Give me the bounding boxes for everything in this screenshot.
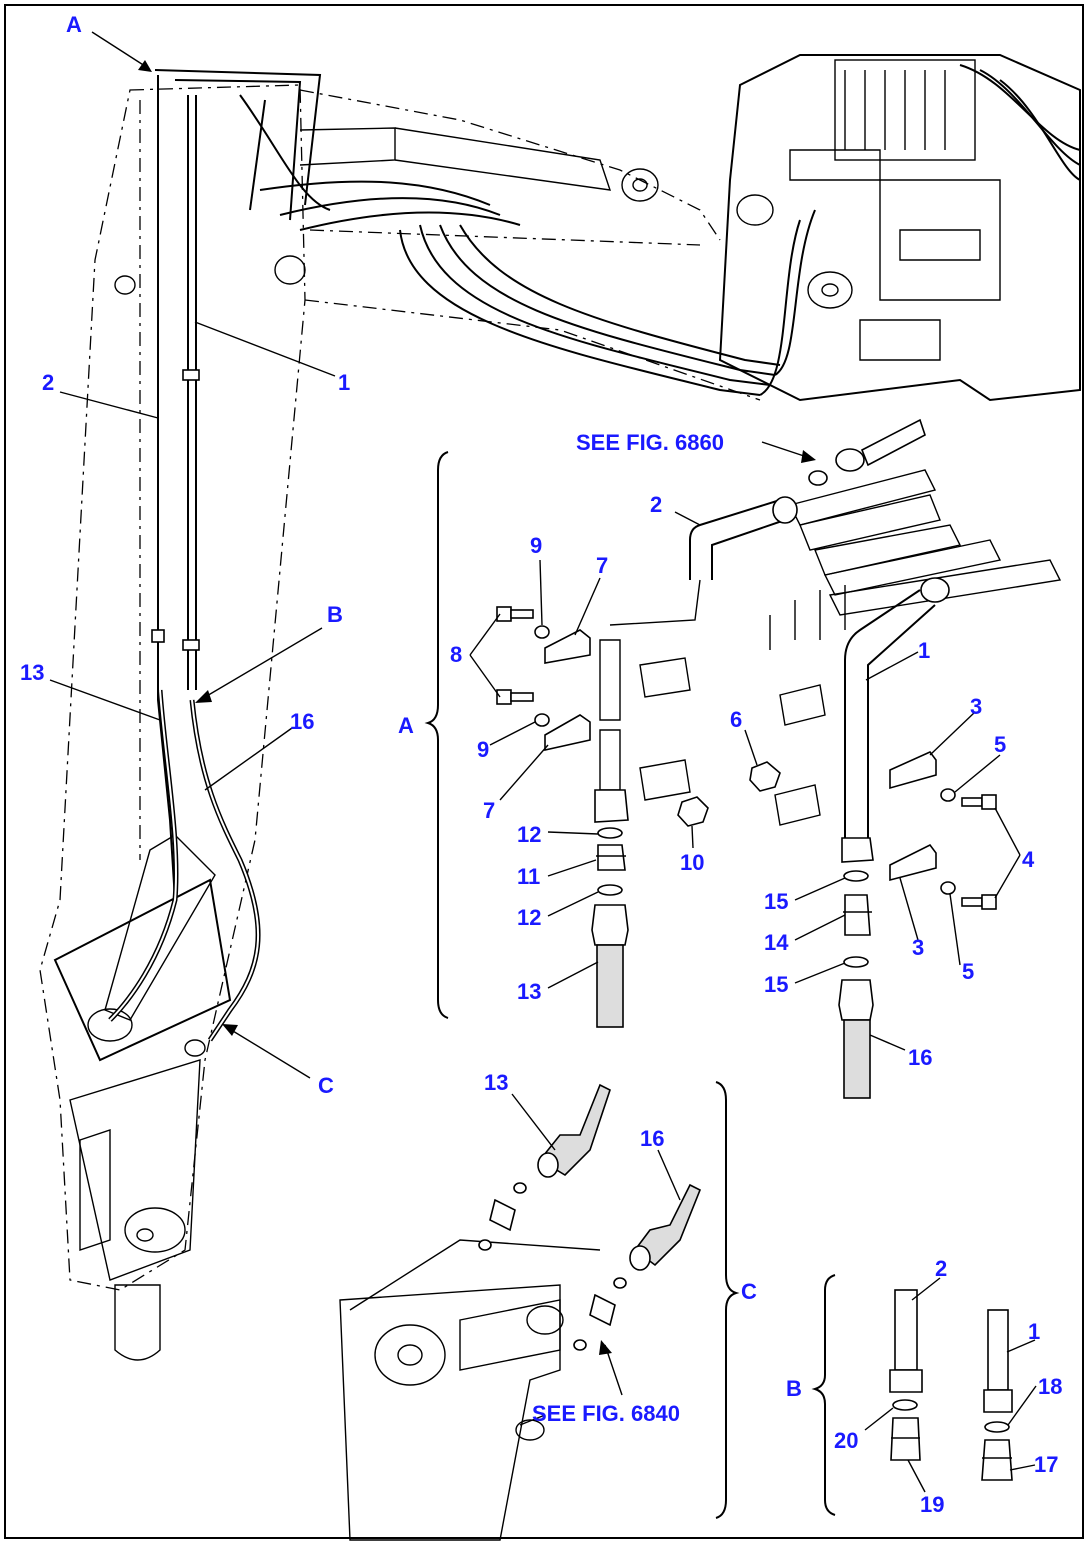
- callout-a-15-top: 15: [764, 889, 788, 914]
- callout-c-16: 16: [640, 1126, 664, 1151]
- view-b-arrow-label: B: [327, 602, 343, 627]
- view-b-brace: [811, 1274, 836, 1516]
- hose-13: [596, 944, 624, 1028]
- callout-a-5-bottom: 5: [962, 959, 974, 984]
- bolt-8-top: [496, 606, 534, 622]
- callout-b-17: 17: [1034, 1452, 1058, 1477]
- o-ring-12-top: [597, 827, 623, 839]
- callout-a-3-bottom: 3: [912, 935, 924, 960]
- view-a-arrow-label: A: [66, 12, 82, 37]
- hose-fitting-16: [838, 979, 874, 1021]
- arm-hoses: [108, 69, 816, 1057]
- callout-main-2: 2: [42, 370, 54, 395]
- tube-2: [689, 499, 781, 580]
- nut-10: [677, 796, 709, 827]
- callout-main-13: 13: [20, 660, 44, 685]
- view-a-right-assembly: [689, 418, 1062, 1099]
- see-fig-6840: SEE FIG. 6840: [532, 1401, 680, 1426]
- bolt-4-top: [961, 794, 997, 810]
- elbow-14: [843, 894, 872, 936]
- o-ring-15-bottom: [843, 956, 869, 968]
- callout-b-18: 18: [1038, 1374, 1062, 1399]
- tube-1: [844, 589, 921, 840]
- callout-a-11: 11: [517, 864, 540, 889]
- callout-a-1: 1: [918, 638, 930, 663]
- callout-b-19: 19: [920, 1492, 944, 1517]
- view-a-label: A: [398, 713, 414, 738]
- callout-a-13: 13: [517, 979, 541, 1004]
- callout-a-12-top: 12: [517, 822, 541, 847]
- callout-a-2: 2: [650, 492, 662, 517]
- callout-a-5-top: 5: [994, 732, 1006, 757]
- callout-b-2: 2: [935, 1256, 947, 1281]
- callout-a-9-top: 9: [530, 533, 542, 558]
- o-ring-15-top: [843, 870, 869, 882]
- view-b-assembly: [889, 1289, 1013, 1481]
- plug-19: [890, 1417, 921, 1461]
- view-b-label: B: [786, 1376, 802, 1401]
- callout-a-4: 4: [1022, 847, 1035, 872]
- tube-nut-right: [841, 837, 874, 863]
- callout-c-13: 13: [484, 1070, 508, 1095]
- leader-lines: [49, 31, 1037, 1493]
- clamp-3-top: [889, 751, 937, 790]
- view-c-arrow-label: C: [318, 1073, 334, 1098]
- view-c-assembly: [339, 1083, 702, 1541]
- callout-a-3-top: 3: [970, 694, 982, 719]
- clamp-7-top: [544, 629, 591, 664]
- callout-main-1: 1: [338, 370, 350, 395]
- view-a-brace: [424, 451, 449, 1019]
- callout-b-20: 20: [834, 1428, 858, 1453]
- callout-a-16: 16: [908, 1045, 932, 1070]
- see-fig-6860: SEE FIG. 6860: [576, 430, 724, 455]
- upper-structure: [718, 54, 1081, 402]
- arm-assembly: [39, 84, 761, 1361]
- view-c-brace: [715, 1081, 740, 1519]
- washer-5-bottom: [940, 881, 956, 895]
- callout-main-16: 16: [290, 709, 314, 734]
- callout-a-6: 6: [730, 707, 742, 732]
- washer-9-top: [534, 625, 550, 639]
- callout-a-8: 8: [450, 642, 462, 667]
- callout-b-1: 1: [1028, 1319, 1040, 1344]
- hose-fitting-13: [591, 904, 629, 946]
- washer-5-top: [940, 788, 956, 802]
- o-ring-20: [892, 1399, 918, 1411]
- view-a-left-assembly: [496, 579, 709, 1028]
- plug-17: [981, 1439, 1013, 1481]
- clamp-7-bottom: [544, 714, 591, 751]
- callout-a-7-top: 7: [596, 553, 608, 578]
- washer-9-bottom: [534, 713, 550, 727]
- labels: A 1 2 B 13 16 C SEE FIG. 6860 2 9 7 8 A …: [20, 12, 1062, 1517]
- callout-a-15-bottom: 15: [764, 972, 788, 997]
- view-c-label: C: [741, 1279, 757, 1304]
- tube-nut: [594, 789, 629, 823]
- tube-2-b: [894, 1289, 918, 1371]
- bolt-8-bottom: [496, 689, 534, 705]
- nut-6: [749, 761, 781, 792]
- callout-a-7-bottom: 7: [483, 798, 495, 823]
- elbow-11: [596, 844, 626, 871]
- bolt-4-bottom: [961, 894, 997, 910]
- o-ring-12-bottom: [597, 884, 623, 896]
- callout-a-14: 14: [764, 930, 789, 955]
- callout-a-10: 10: [680, 850, 704, 875]
- callout-a-9-bottom: 9: [477, 737, 489, 762]
- o-ring-18: [984, 1421, 1010, 1433]
- page-frame: [4, 4, 1084, 1539]
- tube-1-b: [987, 1309, 1009, 1391]
- clamp-3-bottom: [889, 843, 937, 882]
- callout-a-12-bottom: 12: [517, 905, 541, 930]
- hose-16: [843, 1019, 871, 1099]
